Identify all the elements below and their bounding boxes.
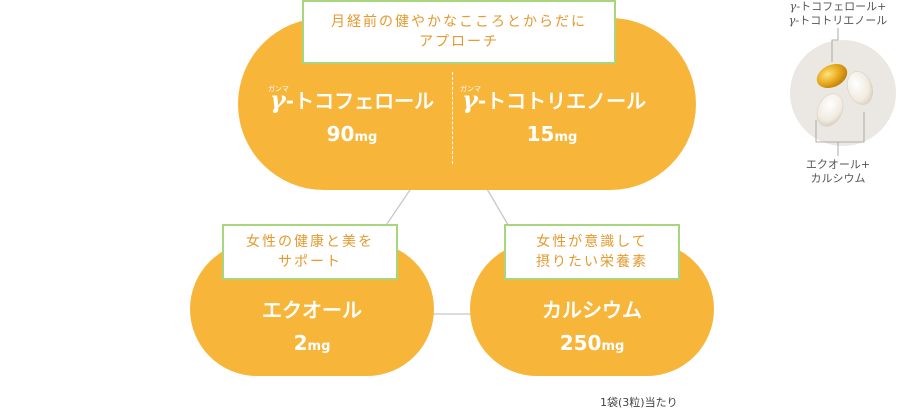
nutrient-name: カルシウム xyxy=(542,298,642,322)
caption-line: アプローチ xyxy=(419,34,499,50)
gamma-letter: γ xyxy=(789,0,797,13)
caption-line: サポート xyxy=(278,254,342,270)
capsule-photo xyxy=(790,40,896,146)
nutrient-name-text: -トコフェロール xyxy=(285,89,435,113)
nutrient-amount: 90mg xyxy=(262,123,442,149)
gamma-letter: γ xyxy=(269,85,286,114)
capsule-illustration xyxy=(816,63,873,127)
caption-line: 女性が意識して xyxy=(536,234,648,250)
amount-value: 2 xyxy=(293,331,308,355)
side-label-text: -トコトリエノール xyxy=(795,14,888,27)
nutrient-amount: 15mg xyxy=(462,123,642,149)
nutrient-amount: 2mg xyxy=(192,332,432,358)
side-label-line: γ-トコトリエノール xyxy=(778,14,898,28)
amount-unit: mg xyxy=(354,130,378,145)
gamma-ruby: ガンマ xyxy=(267,85,289,93)
tablet-right xyxy=(847,71,873,105)
caption-line: 月経前の健やかなこころとからだに xyxy=(331,14,587,30)
nutrient-name: エクオール xyxy=(262,298,362,322)
amount-value: 250 xyxy=(559,331,602,355)
nutrient-amount: 250mg xyxy=(472,332,712,358)
amount-unit: mg xyxy=(601,339,625,354)
side-label-bottom: エクオール+ カルシウム xyxy=(778,158,898,186)
amount-value: 15 xyxy=(526,122,555,146)
nutrient-equol: エクオール 2mg xyxy=(192,298,432,358)
callout-line-bottom xyxy=(815,112,865,143)
softgel-capsule xyxy=(816,63,848,89)
connector-top-right xyxy=(483,183,511,229)
amount-value: 90 xyxy=(326,122,355,146)
amount-unit: mg xyxy=(554,130,578,145)
side-label-top: γ-トコフェロール+ γ-トコトリエノール xyxy=(778,0,898,28)
callout-line-top xyxy=(831,28,839,62)
per-serving-note: 1袋(3粒)当たり xyxy=(600,396,678,409)
gamma-letter: γ xyxy=(462,85,478,114)
nutrient-name-text: -トコトリエノール xyxy=(477,89,647,113)
gamma-letter: γ xyxy=(788,14,796,27)
side-label-line: γ-トコフェロール+ xyxy=(778,0,898,14)
side-label-text: -トコフェロール+ xyxy=(796,0,887,13)
nutrient-calcium: カルシウム 250mg xyxy=(472,298,712,358)
side-label-line: エクオール+ xyxy=(805,158,871,171)
pill-divider xyxy=(452,72,453,164)
caption-pms-approach: 月経前の健やかなこころとからだに アプローチ xyxy=(302,0,616,64)
tablet-left xyxy=(816,93,844,127)
caption-womens-health: 女性の健康と美を サポート xyxy=(222,224,398,280)
caption-nutrient-focus: 女性が意識して 摂りたい栄養素 xyxy=(504,224,680,280)
gamma-ruby: ガンマ xyxy=(460,85,481,93)
side-label-line: カルシウム xyxy=(810,172,866,185)
caption-line: 摂りたい栄養素 xyxy=(536,254,648,270)
caption-line: 女性の健康と美を xyxy=(246,234,374,250)
amount-unit: mg xyxy=(307,339,331,354)
